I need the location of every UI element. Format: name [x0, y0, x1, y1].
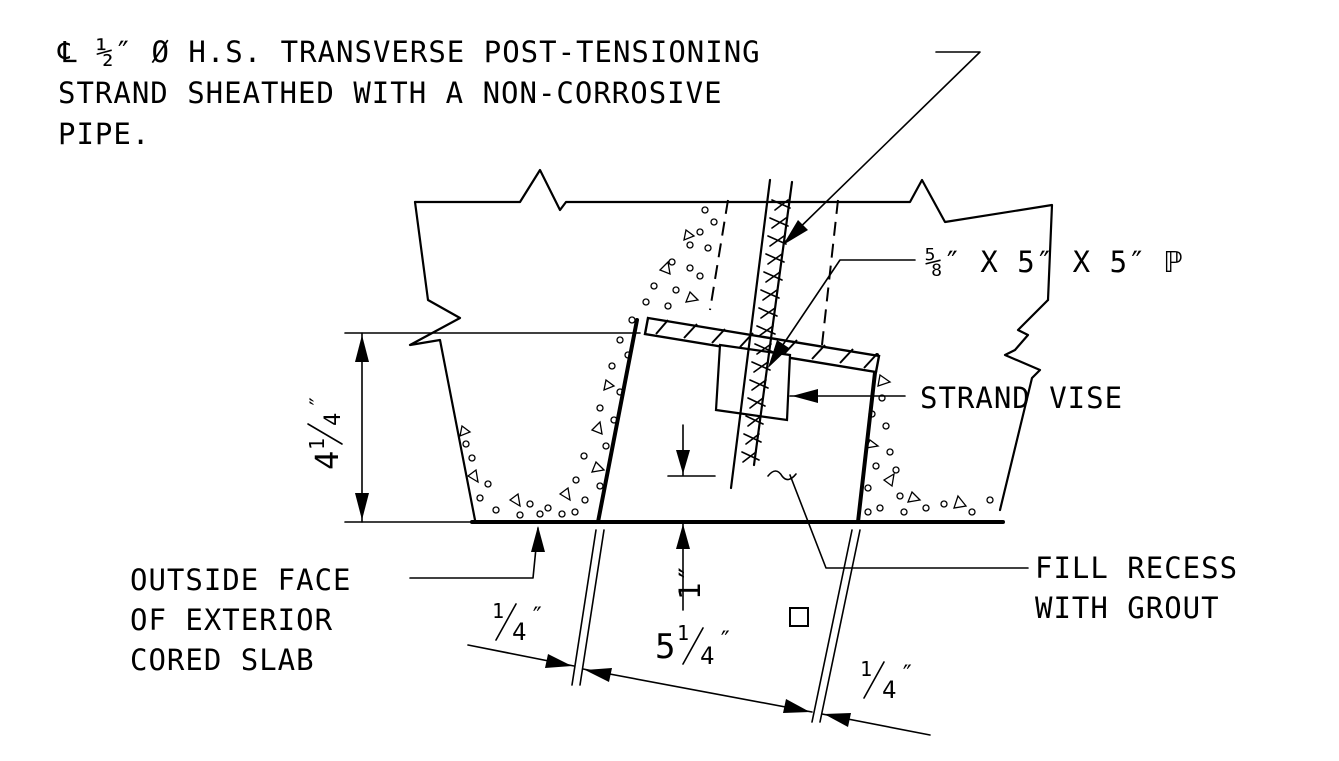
strand-note-line2: STRAND SHEATHED WITH A NON-CORROSIVE [58, 76, 723, 110]
grout-note-line2: WITH GROUT [1035, 591, 1220, 625]
depth-num: 1 [305, 438, 329, 450]
face-note-line3: CORED SLAB [130, 643, 315, 677]
right-gap-den: 4 [882, 676, 896, 704]
depth-dimension: 4 1 4 ″ [305, 332, 641, 523]
slab-outline [408, 168, 1054, 522]
vise-label: STRAND VISE [920, 381, 1123, 415]
strand-end-value: 1″ [673, 563, 707, 600]
pipe-sheath [709, 199, 839, 346]
width-den: 4 [700, 642, 714, 670]
strand [729, 178, 794, 490]
width-dimension [467, 529, 931, 736]
left-gap-num: 1 [492, 599, 504, 623]
right-gap-num: 1 [860, 657, 872, 681]
strand-note-line3: PIPE. [58, 117, 150, 151]
width-whole: 5 [655, 627, 675, 667]
right-gap-unit: ″ [900, 660, 914, 688]
leaders [409, 51, 1029, 579]
strand-note-line1: ℄ ½″ Ø H.S. TRANSVERSE POST-TENSIONING [57, 35, 761, 69]
depth-unit: ″ [307, 395, 332, 408]
depth-den: 4 [321, 413, 346, 426]
recess [596, 316, 881, 524]
grout-note-line1: FILL RECESS [1035, 551, 1238, 585]
depth-whole: 4 [308, 451, 346, 470]
right-gap-label: 1 4 ″ [860, 657, 914, 704]
plate-label: ⅝″ X 5″ X 5″ ℙ [925, 245, 1183, 279]
width-label: 5 1 4 ″ [655, 621, 732, 670]
grout-stipple [459, 206, 994, 519]
width-unit: ″ [718, 626, 732, 654]
left-gap-label: 1 4 ″ [492, 599, 544, 646]
face-note-line2: OF EXTERIOR [130, 603, 333, 637]
width-num: 1 [677, 621, 689, 645]
strand-end-dimension: 1″ [667, 424, 716, 611]
square-symbol [789, 607, 809, 627]
left-gap-unit: ″ [530, 602, 544, 630]
left-gap-den: 4 [512, 618, 526, 646]
face-note-line1: OUTSIDE FACE [130, 563, 352, 597]
